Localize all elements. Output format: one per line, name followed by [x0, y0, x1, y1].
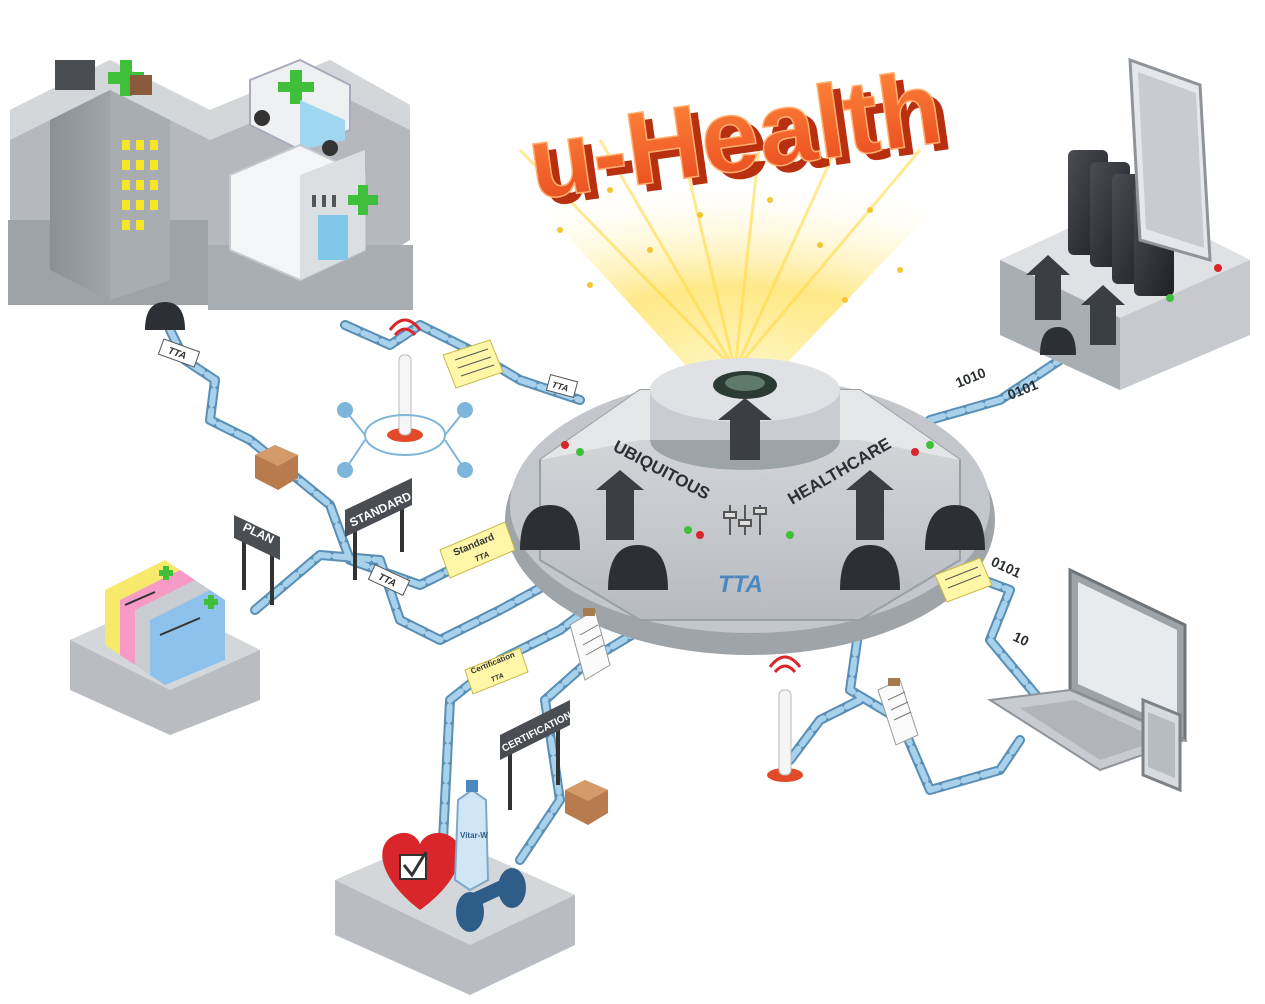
- laptop-icon: [987, 567, 1188, 772]
- binary-top-1: 1010: [953, 364, 988, 391]
- document-stack-icon: [105, 560, 225, 685]
- light-beam: [480, 139, 1000, 372]
- certification-document-logo: TTA: [490, 672, 505, 683]
- status-lights: [561, 441, 934, 539]
- hospital-complex: [8, 58, 413, 330]
- binary-bottom-1: 0101: [989, 553, 1024, 581]
- binary-top-2: 0101: [1005, 376, 1040, 403]
- package-icon: [255, 445, 298, 490]
- smartphone-platform: [1000, 57, 1250, 390]
- tunnel-icon: [520, 505, 985, 590]
- tta-tag: TTA: [157, 338, 201, 368]
- heart-icon: [382, 832, 460, 910]
- water-bottle-icon: Vitar-W: [453, 780, 490, 892]
- upload-arrow-icon: [1026, 255, 1125, 345]
- phone-icon: [1141, 697, 1182, 793]
- smartphones-icon: [1068, 57, 1212, 296]
- tta-tag-label: TTA: [551, 380, 570, 394]
- clinic-icon: [229, 143, 378, 282]
- control-sliders: [723, 505, 767, 535]
- laptop-platform: [987, 567, 1188, 793]
- document-icon: [569, 608, 611, 681]
- bottle-label: Vitar-W: [460, 831, 488, 840]
- health-platform: Vitar-W: [335, 780, 575, 995]
- standard-document-tag: Standard TTA: [439, 521, 516, 579]
- document-icon: [934, 557, 993, 603]
- tunnel-icon: [1040, 327, 1076, 355]
- package-icon: [565, 780, 608, 825]
- network-icon: [337, 402, 473, 478]
- plan-platform: [70, 560, 260, 735]
- tunnel-icon: [145, 302, 185, 330]
- central-hub: UBIQUITOUS HEALTHCARE TTA: [505, 358, 995, 655]
- upload-arrow-icon: [596, 398, 894, 540]
- plan-sign: PLAN: [234, 515, 280, 605]
- antenna-icon: [767, 655, 803, 782]
- dumbbell-icon: [456, 868, 526, 932]
- hub-logo: TTA: [718, 571, 763, 598]
- tta-tag: TTA: [367, 564, 411, 596]
- document-icon: [442, 339, 504, 389]
- certification-document-tag: Certification TTA: [464, 647, 529, 695]
- ambulance-icon: [249, 58, 351, 156]
- hospital-icon: [50, 60, 170, 300]
- tta-tag: TTA: [545, 374, 579, 398]
- document-icon: [877, 678, 919, 746]
- binary-bottom-2: 10: [1011, 628, 1032, 649]
